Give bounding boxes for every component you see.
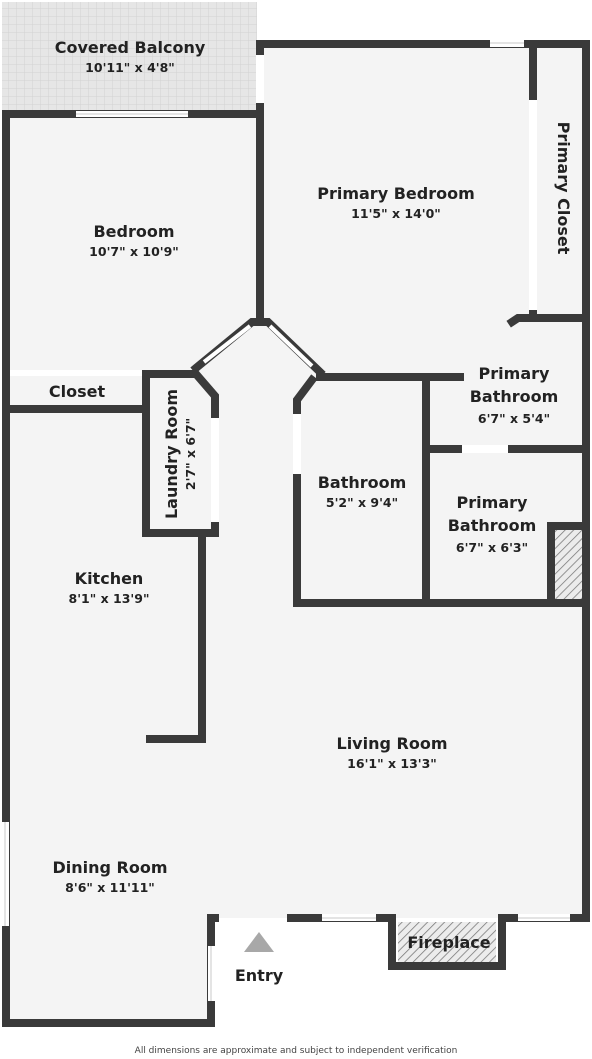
covered-balcony-name: Covered Balcony — [55, 38, 206, 57]
laundry-room-name: Laundry Room — [162, 389, 181, 519]
entry-name: Entry — [235, 966, 284, 985]
wall-bathroom-left — [293, 374, 588, 607]
balcony-floor — [2, 2, 257, 112]
wall-outer-right — [256, 40, 590, 922]
primary-bathroom-2-line2: Bathroom — [448, 516, 537, 535]
wall-primary-closet-bottom — [506, 314, 590, 328]
primary-bedroom-dims: 11'5" x 14'0" — [351, 206, 441, 221]
fireplace-hearth — [398, 922, 496, 962]
primary-bathroom-1-dims: 6'7" x 5'4" — [478, 411, 550, 426]
walls — [2, 40, 590, 1027]
closet-name: Closet — [49, 382, 106, 401]
wall-linen-box — [547, 522, 588, 607]
opening-laundry-door — [211, 418, 219, 522]
opening-closet-door — [10, 370, 142, 376]
primary-bathroom-1-line2: Bathroom — [470, 387, 559, 406]
laundry-room-dims: 2'7" x 6'7" — [183, 418, 198, 490]
kitchen-dims: 8'1" x 13'9" — [69, 591, 150, 606]
opening-hall-left — [202, 324, 252, 364]
entry-floor — [211, 918, 291, 1028]
linen-closet-hatch — [555, 530, 582, 599]
dining-room-dims: 8'6" x 11'11" — [65, 880, 155, 895]
primary-bathroom-2-dims: 6'7" x 6'3" — [456, 540, 528, 555]
primary-closet-name: Primary Closet — [554, 122, 573, 255]
living-room-name: Living Room — [337, 734, 448, 753]
wall-outer-left — [2, 110, 219, 1027]
dining-room-name: Dining Room — [52, 858, 167, 877]
room-labels: Covered Balcony 10'11" x 4'8" Primary Be… — [49, 38, 573, 985]
primary-bathroom-2-line1: Primary — [457, 493, 528, 512]
wall-kitchen — [146, 533, 206, 743]
primary-bathroom-1-line1: Primary — [479, 364, 550, 383]
opening-hall-right — [268, 324, 314, 368]
fireplace-name: Fireplace — [407, 933, 490, 952]
bathroom-dims: 5'2" x 9'4" — [326, 495, 398, 510]
living-room-dims: 16'1" x 13'3" — [347, 756, 437, 771]
opening-primary-closet — [529, 100, 537, 310]
opening-primary-bath-door — [462, 445, 508, 453]
entry-arrow-icon — [244, 932, 274, 952]
bathroom-name: Bathroom — [318, 473, 407, 492]
wall-fireplace-box — [388, 914, 506, 970]
opening-balcony-door — [256, 55, 264, 103]
upper-left-floor — [6, 114, 260, 374]
disclaimer-text: All dimensions are approximate and subje… — [134, 1046, 458, 1056]
bedroom-name: Bedroom — [93, 222, 174, 241]
opening-bath-door — [293, 414, 301, 474]
covered-balcony-dims: 10'11" x 4'8" — [85, 60, 175, 75]
bedroom-dims: 10'7" x 10'9" — [89, 244, 179, 259]
primary-bedroom-name: Primary Bedroom — [317, 184, 475, 203]
dining-floor — [6, 916, 213, 1024]
windows — [2, 40, 570, 1001]
kitchen-name: Kitchen — [75, 569, 144, 588]
